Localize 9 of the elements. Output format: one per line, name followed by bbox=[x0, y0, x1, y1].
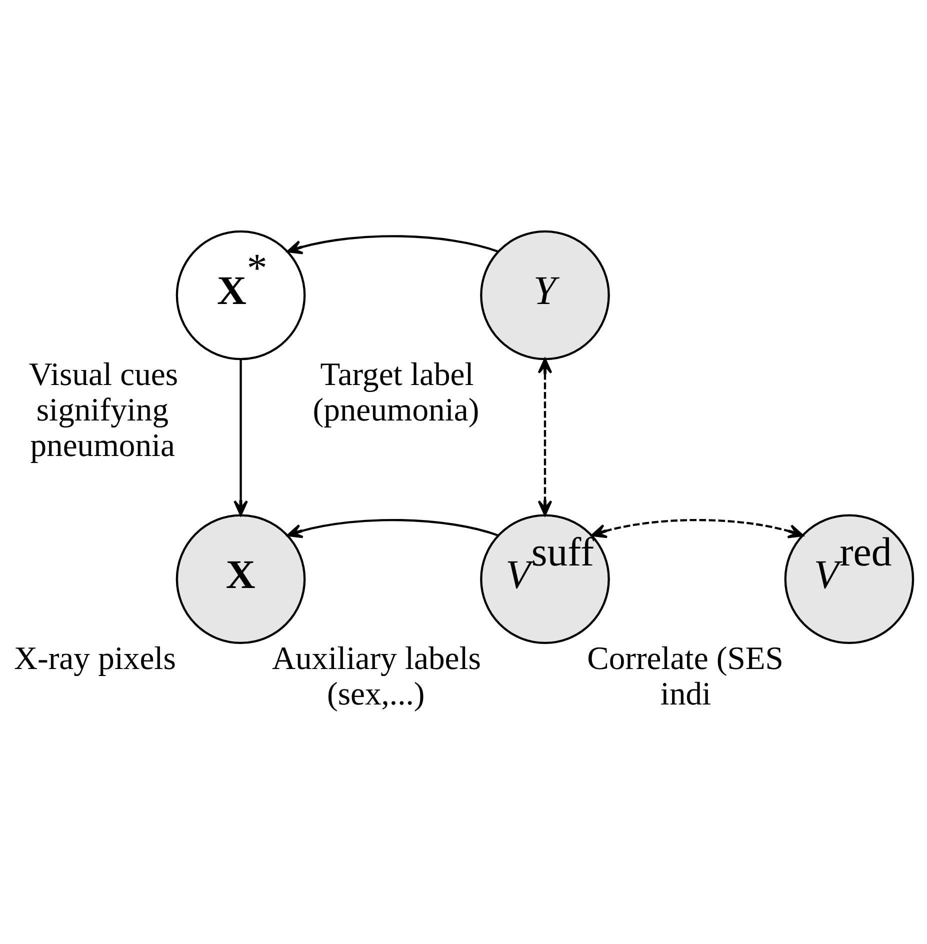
arrow bbox=[286, 234, 499, 254]
arrow bbox=[538, 358, 552, 516]
node-label: Target label (pneumonia) bbox=[312, 356, 480, 428]
arrow bbox=[591, 518, 804, 538]
node-label: Visual cues signifying pneumonia bbox=[28, 356, 178, 464]
arrow bbox=[234, 358, 248, 516]
node-circle: Y bbox=[480, 230, 610, 360]
arrow bbox=[286, 518, 499, 538]
node-label: X-ray pixels bbox=[14, 640, 176, 677]
